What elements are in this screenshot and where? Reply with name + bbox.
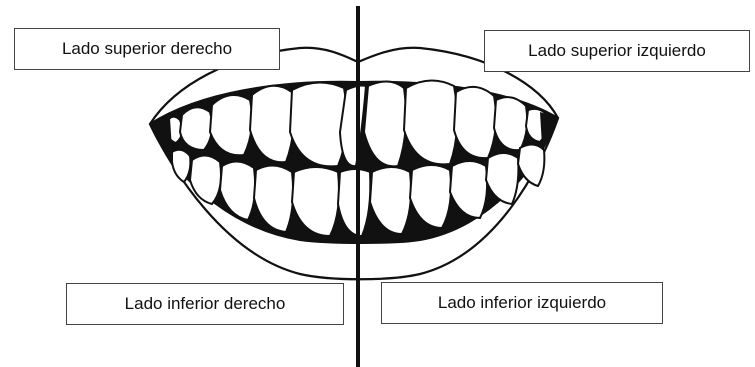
label-lower-right: Lado inferior derecho [66,283,344,325]
label-upper-left-text: Lado superior izquierdo [528,41,706,61]
tooth-upper-2 [180,107,212,150]
label-upper-right: Lado superior derecho [14,28,280,70]
label-upper-left: Lado superior izquierdo [484,30,750,72]
label-lower-left: Lado inferior izquierdo [381,282,663,324]
label-upper-right-text: Lado superior derecho [62,39,232,59]
label-lower-right-text: Lado inferior derecho [125,294,286,314]
label-lower-left-text: Lado inferior izquierdo [438,293,606,313]
tooth-lower-1 [172,150,190,182]
